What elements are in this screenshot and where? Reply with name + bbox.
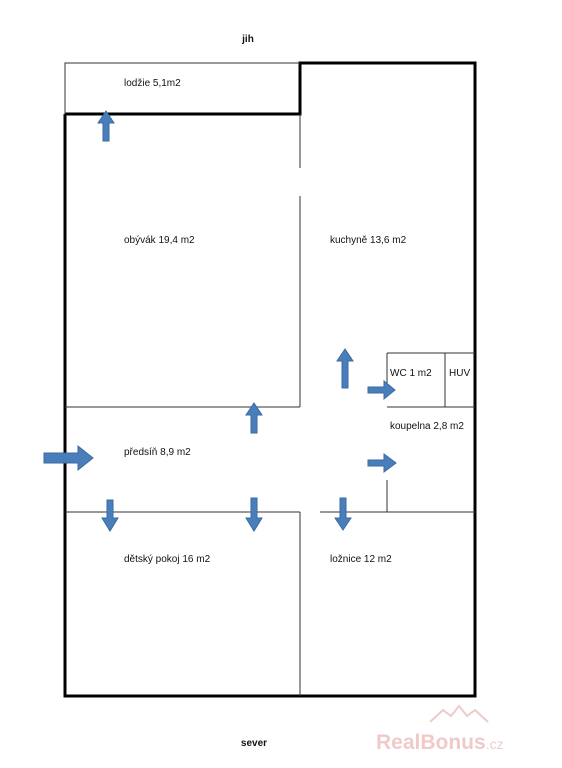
door-arrows [43,110,397,532]
orientation-north-label: sever [241,738,267,749]
room-label-kids-room: dětský pokoj 16 m2 [124,554,211,565]
room-label-kitchen: kuchyně 13,6 m2 [330,235,407,246]
room-label-living-room: obývák 19,4 m2 [124,235,195,246]
watermark-roof-icon [429,704,489,723]
room-label-wc: WC 1 m2 [390,368,432,379]
outer-wall-left-bottom-right [63,61,477,698]
room-label-loggia: lodžie 5,1m2 [124,78,181,89]
arrow-up-kitchen-icon [336,348,354,389]
arrow-right-bathroom-icon [367,453,397,473]
arrow-right-entrance-icon [43,444,94,472]
arrow-down-kids-room-2-icon [245,497,263,532]
arrow-down-kids-room-icon [101,499,119,532]
realbonus-watermark-logo: RealBonus.cz [376,704,504,754]
room-label-hallway: předsíň 8,9 m2 [124,447,191,458]
room-label-utility: HUV [449,368,470,379]
inner-walls [64,62,475,696]
loggia-outline [64,62,300,114]
room-label-bathroom: koupelna 2,8 m2 [390,421,464,432]
outer-walls [63,61,477,698]
arrow-right-wc-icon [367,379,396,401]
arrow-up-loggia-icon [97,110,115,142]
room-label-bedroom: ložnice 12 m2 [330,554,392,565]
watermark-brand: RealBonus.cz [376,731,504,754]
arrow-down-bedroom-icon [334,497,352,531]
arrow-up-living-room-icon [245,402,263,434]
orientation-south-label: jih [241,34,254,45]
